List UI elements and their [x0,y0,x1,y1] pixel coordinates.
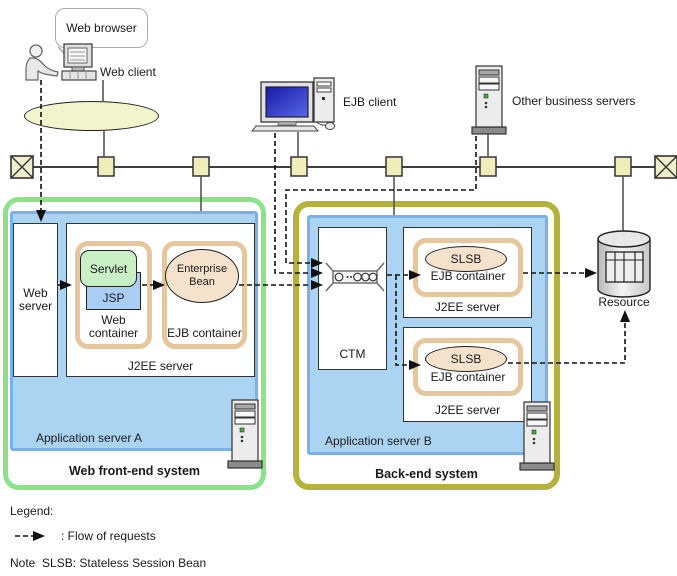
web-client-label: Web client [100,65,156,79]
legend-title: Legend: [10,504,54,518]
network-tap [479,156,497,177]
network-tap [290,156,308,177]
ctm-label: CTM [339,347,366,361]
servlet-label: Servlet [89,261,128,276]
flow-arrow-ejbclient-to-ctm [274,133,323,278]
network-tap [97,156,115,177]
application-server-b-label: Application server B [325,434,432,448]
connector-lines [57,46,624,231]
flow-arrow-ctm-to-ejbcontainer2 [395,275,421,370]
server-tower-icon-b [519,401,555,471]
ejb-client-icon [250,77,335,132]
resource-label: Resource [598,295,650,309]
web-server-label: Web server [18,286,53,313]
web-server-box: Web server [13,223,58,377]
servlet-box: Servlet [80,250,137,287]
slsb-2-ellipse: SLSB [425,346,507,372]
slsb-2-label: SLSB [450,352,482,366]
web-browser-callout: Web browser [55,8,148,48]
resource-db-icon [597,230,651,298]
lan-ellipse [24,101,159,131]
ctm-box: CTM [318,227,387,370]
application-server-a-label: Application server A [36,431,143,445]
j2ee-server-b2-label: J2EE server [434,403,501,417]
other-servers-icon [471,65,507,135]
j2ee-server-a-label: J2EE server [127,359,194,373]
ctm-queue-icon [325,262,385,292]
network-tap [614,156,632,177]
ejb-container-b1-label: EJB container [430,269,506,283]
network-tap [385,156,403,177]
flow-arrow-ejbcontainer2-to-resource [508,310,630,364]
other-servers-label: Other business servers [512,94,636,108]
flow-arrow-otherservers-to-ctm [285,136,477,268]
back-end-title: Back-end system [375,467,478,481]
web-browser-label: Web browser [66,21,137,35]
server-tower-icon-a [227,399,263,469]
slsb-1-label: SLSB [450,252,482,266]
web-container-label: Web container [88,313,139,340]
ejb-container-b2-label: EJB container [430,370,506,384]
enterprise-bean-ellipse: Enterprise Bean [165,249,239,303]
legend-flow-label: : Flow of requests [61,529,156,543]
j2ee-server-b1-label: J2EE server [434,300,501,314]
ejb-client-label: EJB client [343,95,397,109]
enterprise-bean-label: Enterprise Bean [176,263,228,288]
slsb-1-ellipse: SLSB [425,246,507,272]
web-client-icon [25,43,97,81]
network-line [10,155,677,179]
network-tap [192,156,210,177]
note-text: Note SLSB: Stateless Session Bean [10,556,207,570]
web-front-end-title: Web front-end system [68,464,201,478]
jsp-label: JSP [102,291,125,305]
ejb-container-a-label: EJB container [167,326,242,340]
